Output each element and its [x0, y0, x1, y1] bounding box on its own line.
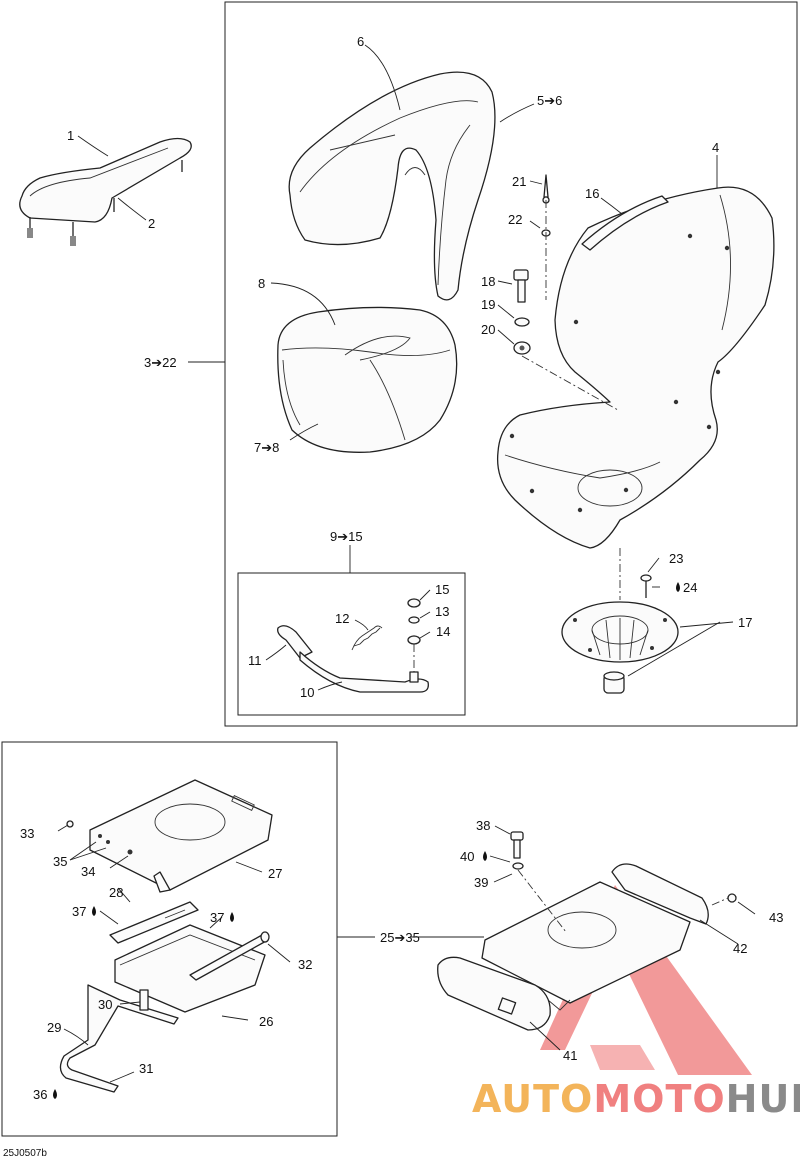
- part-base-plate: [481, 881, 691, 1011]
- callout-18: 18: [481, 274, 495, 289]
- part-fastener-stack: [513, 174, 551, 355]
- callout-36: 36: [33, 1087, 47, 1102]
- callout-3-22: 3➔22: [144, 355, 177, 370]
- callout-31: 31: [139, 1061, 153, 1076]
- part-base-fasteners: [510, 831, 737, 903]
- callout-28: 28: [109, 885, 123, 900]
- callout-26: 26: [259, 1014, 273, 1029]
- diagram-code: 25J0507b: [3, 1148, 47, 1159]
- callout-8: 8: [258, 276, 265, 291]
- part-slide-plate: [89, 779, 273, 893]
- callout-29: 29: [47, 1020, 61, 1035]
- watermark-logo: [540, 885, 752, 1075]
- drop-icon: [230, 912, 234, 922]
- callout-21: 21: [512, 174, 526, 189]
- part-side-rail-left: [437, 956, 551, 1031]
- drop-icons: [53, 582, 680, 1099]
- part-lever-kit: [277, 598, 429, 693]
- callout-33: 33: [20, 826, 34, 841]
- part-backrest: [288, 71, 496, 301]
- part-release-lever: [59, 984, 179, 1093]
- part-small-screw: [66, 820, 74, 828]
- seat-frame-box: [224, 1, 798, 727]
- callout-23: 23: [669, 551, 683, 566]
- callout-35: 35: [53, 854, 67, 869]
- callout-22: 22: [508, 212, 522, 227]
- callout-5-6: 5➔6: [537, 93, 562, 108]
- callout-9-15: 9➔15: [330, 529, 363, 544]
- part-swivel-base: [561, 574, 679, 694]
- lever-kit-box: [237, 572, 466, 716]
- part-seat-shell: [496, 186, 775, 549]
- callout-30: 30: [98, 997, 112, 1012]
- callout-7-8: 7➔8: [254, 440, 279, 455]
- base-assembly-box: [1, 741, 338, 1137]
- callout-32: 32: [298, 957, 312, 972]
- callout-labels: 1 2 3➔22 4 5➔6 6 7➔8 8 9➔15 10 11 12 13 …: [20, 34, 783, 1102]
- callout-37-left: 37: [72, 904, 86, 919]
- callout-34: 34: [81, 864, 95, 879]
- callout-27: 27: [268, 866, 282, 881]
- axis-cap: [711, 897, 729, 906]
- callout-20: 20: [481, 322, 495, 337]
- callout-41: 41: [563, 1048, 577, 1063]
- callout-12: 12: [335, 611, 349, 626]
- callout-24: 24: [683, 580, 697, 595]
- drop-icon: [92, 906, 96, 916]
- callout-14: 14: [436, 624, 450, 639]
- callout-19: 19: [481, 297, 495, 312]
- callout-38: 38: [476, 818, 490, 833]
- part-seat-cushion: [277, 306, 458, 453]
- drop-icon: [483, 851, 487, 861]
- drop-icon: [53, 1089, 57, 1099]
- part-armrest: [19, 137, 192, 246]
- callout-10: 10: [300, 685, 314, 700]
- callout-17: 17: [738, 615, 752, 630]
- callout-1: 1: [67, 128, 74, 143]
- axis-base-bolt: [517, 869, 567, 933]
- callout-37-right: 37: [210, 910, 224, 925]
- svg-text:AUTOMOTOHUB: AUTOMOTOHUB: [472, 1077, 800, 1121]
- watermark-text: AUTOMOTOHUB: [472, 1077, 800, 1121]
- callout-6: 6: [357, 34, 364, 49]
- callout-42: 42: [733, 941, 747, 956]
- callout-4: 4: [712, 140, 719, 155]
- callout-25-35: 25➔35: [380, 930, 420, 945]
- callout-16: 16: [585, 186, 599, 201]
- drop-icon: [676, 582, 680, 592]
- callout-11: 11: [248, 653, 262, 668]
- part-slide-tube: [189, 931, 270, 981]
- part-slide-bracket: [114, 924, 266, 1013]
- callout-13: 13: [435, 604, 449, 619]
- leader-lines: [57, 44, 756, 1083]
- part-trim-strip: [581, 195, 669, 251]
- callout-39: 39: [474, 875, 488, 890]
- callout-43: 43: [769, 910, 783, 925]
- callout-15: 15: [435, 582, 449, 597]
- callout-40: 40: [460, 849, 474, 864]
- callout-2: 2: [148, 216, 155, 231]
- part-slide-rail: [109, 901, 199, 944]
- axis-shell-mount: [521, 355, 619, 411]
